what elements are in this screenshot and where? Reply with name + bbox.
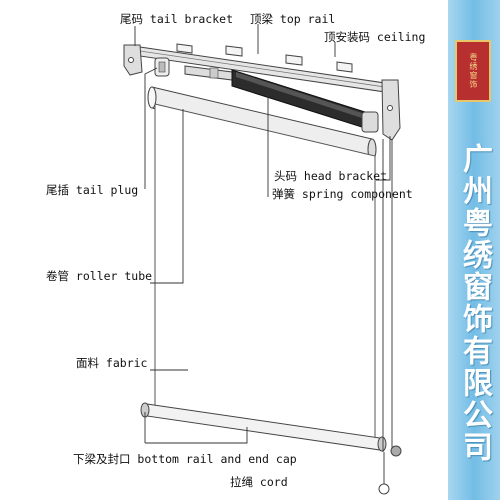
label-cord: 拉绳 cord xyxy=(230,475,288,489)
spring-component xyxy=(231,69,379,133)
head-bracket xyxy=(381,79,401,141)
label-tail-bracket: 尾码 tail bracket xyxy=(120,12,234,26)
label-fabric: 面料 fabric xyxy=(76,356,148,370)
label-tail-plug: 尾插 tail plug xyxy=(46,183,139,197)
tail-plug xyxy=(154,57,170,77)
label-spring-component: 弹簧 spring component xyxy=(272,187,413,201)
fabric-panel xyxy=(154,103,376,445)
bottom-rail xyxy=(140,402,387,452)
label-bottom-rail: 下梁及封口 bottom rail and end cap xyxy=(73,452,297,466)
company-name: 广州粤绣窗饰有限公司 xyxy=(457,142,492,463)
leader-lines xyxy=(134,24,391,444)
company-logo: 粤绣窗饰 xyxy=(455,40,491,102)
tail-bracket xyxy=(123,44,143,76)
label-ceiling: 顶安装码 ceiling xyxy=(324,30,426,44)
label-top-rail: 顶梁 top rail xyxy=(250,12,336,26)
cord xyxy=(378,139,402,495)
ceiling-clips xyxy=(176,43,353,73)
label-roller-tube: 卷管 roller tube xyxy=(46,269,153,283)
label-head-bracket: 头码 head bracket xyxy=(274,169,388,183)
